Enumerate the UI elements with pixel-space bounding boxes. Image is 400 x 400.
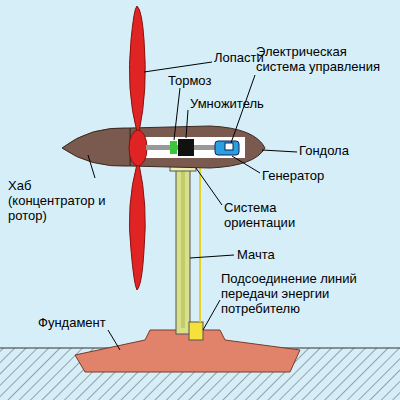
hub-label: Хаб (концентратор и ротор) bbox=[8, 178, 108, 223]
foundation-label: Фундамент bbox=[38, 315, 138, 330]
blade-bottom bbox=[129, 164, 145, 290]
mast-label: Мачта bbox=[237, 247, 317, 262]
generator-label: Генератор bbox=[262, 168, 362, 183]
control-system bbox=[225, 143, 233, 150]
nacelle-label: Гондола bbox=[299, 143, 394, 158]
nacelle bbox=[130, 126, 265, 168]
gearbox bbox=[178, 139, 194, 156]
rotor-hub bbox=[129, 130, 147, 166]
control-system-label: Электрическая система управления bbox=[256, 44, 396, 74]
power-connection bbox=[189, 322, 203, 340]
brake-label: Тормоз bbox=[168, 73, 248, 88]
nacelle-interior bbox=[140, 137, 245, 158]
generator bbox=[215, 141, 239, 155]
connection-label: Подсоединение линий передачи энергии пот… bbox=[221, 271, 396, 316]
mast-inner bbox=[181, 168, 185, 328]
yaw-system-label: Система ориентации bbox=[224, 200, 334, 230]
cable bbox=[199, 155, 201, 322]
brake bbox=[170, 141, 177, 154]
foundation bbox=[75, 330, 300, 372]
mast bbox=[176, 168, 190, 334]
gearbox-label: Умножитель bbox=[190, 96, 290, 111]
blade-top bbox=[129, 6, 145, 132]
hub-cone bbox=[62, 128, 130, 166]
